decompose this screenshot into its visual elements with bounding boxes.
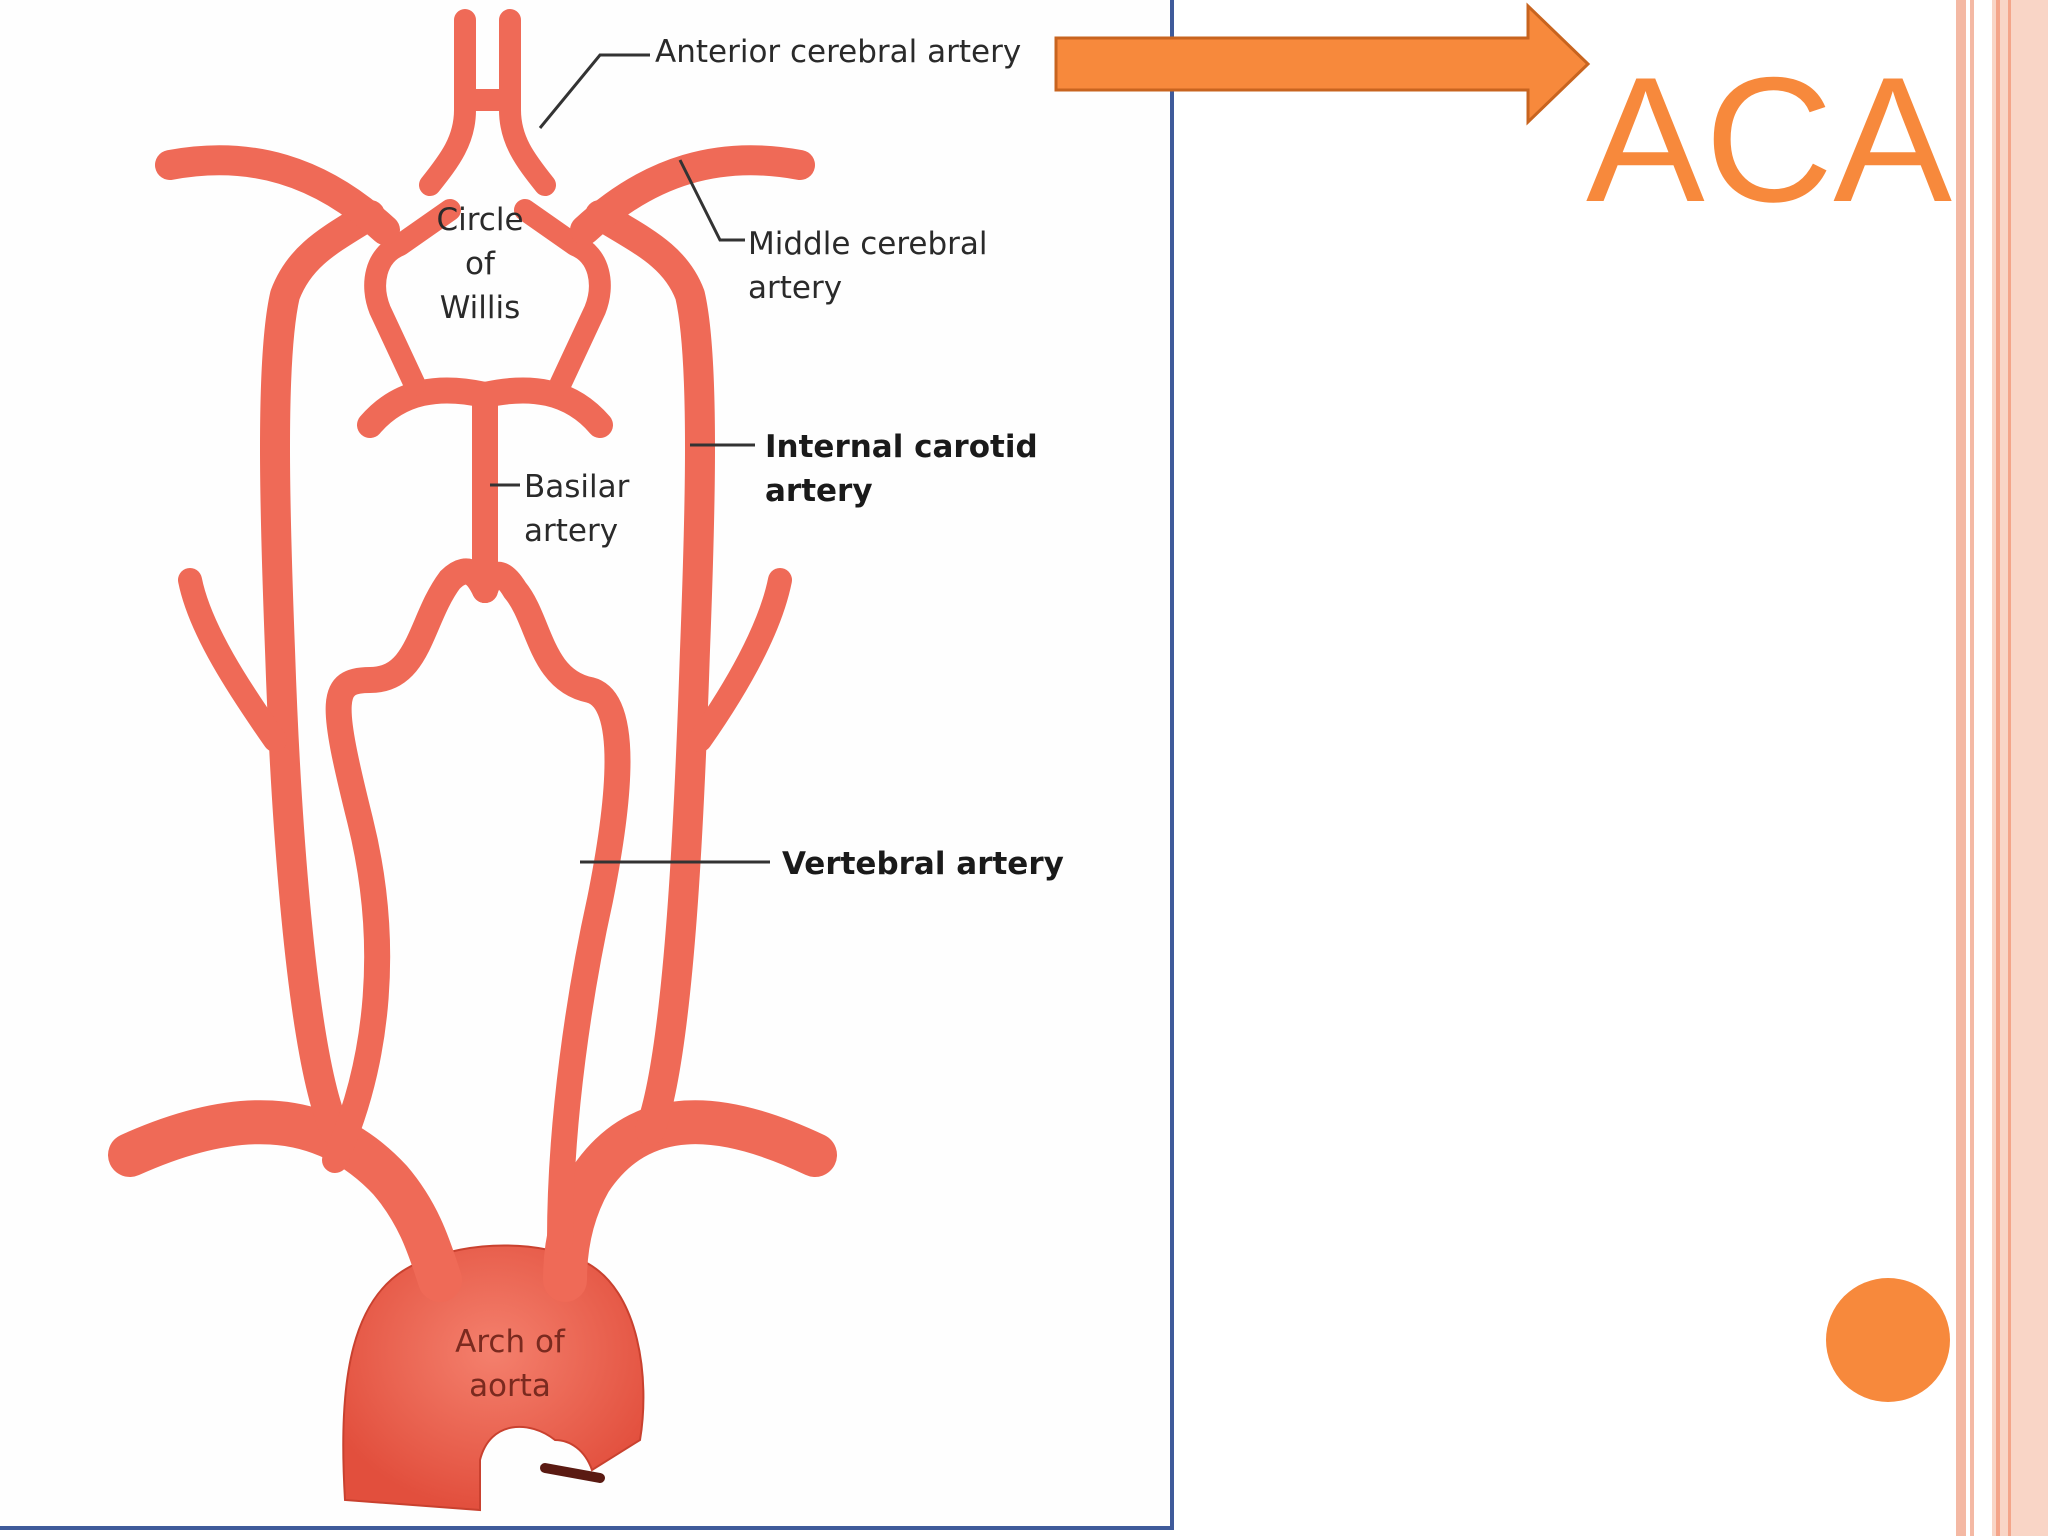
left-vertebral-artery: [322, 558, 498, 1173]
label-basilar-artery-2: artery: [524, 513, 619, 549]
label-anterior-cerebral-artery: Anterior cerebral artery: [655, 34, 1022, 70]
artery-diagram-panel: Anterior cerebral artery Circle of Willi…: [0, 0, 1174, 1530]
label-basilar-artery-1: Basilar: [524, 469, 630, 505]
left-external-carotid: [178, 568, 287, 752]
left-carotid-artery: [260, 200, 385, 1145]
right-arrow-icon: [1054, 2, 1591, 126]
aortic-arch: [342, 1244, 645, 1512]
right-external-carotid: [688, 568, 792, 752]
label-arch-of-aorta-2: aorta: [469, 1368, 551, 1404]
posterior-cerebral-arteries: [357, 377, 613, 438]
right-vertebral-artery: [472, 562, 631, 1253]
right-subclavian-artery: [543, 1100, 837, 1302]
circle-bullet-icon: [1826, 1278, 1950, 1402]
left-subclavian-artery: [108, 1100, 462, 1302]
label-circle-of-willis-1: Circle: [436, 202, 524, 238]
label-middle-cerebral-artery-2: artery: [748, 270, 843, 306]
leader-middle-cerebral: [678, 159, 745, 242]
anterior-cerebral-arteries: [419, 9, 556, 196]
circle-of-willis-right: [514, 199, 611, 396]
label-internal-carotid-artery-2: artery: [765, 473, 873, 509]
label-vertebral-artery: Vertebral artery: [782, 846, 1064, 882]
artery-diagram: [108, 9, 837, 1512]
leader-anterior-cerebral: [538, 53, 650, 129]
right-middle-cerebral-artery: [570, 145, 815, 245]
label-circle-of-willis-2: of: [465, 246, 495, 282]
label-arch-of-aorta-1: Arch of: [455, 1324, 565, 1360]
label-circle-of-willis-3: Willis: [439, 290, 521, 326]
left-middle-cerebral-artery: [155, 145, 400, 245]
right-carotid-artery: [585, 200, 715, 1145]
decorative-side-stripes: [1956, 0, 2048, 1536]
circle-of-willis-left: [364, 199, 461, 396]
label-middle-cerebral-artery-1: Middle cerebral: [748, 226, 988, 262]
slide-title: ACA: [1586, 40, 1952, 239]
label-internal-carotid-artery-1: Internal carotid: [765, 429, 1038, 465]
